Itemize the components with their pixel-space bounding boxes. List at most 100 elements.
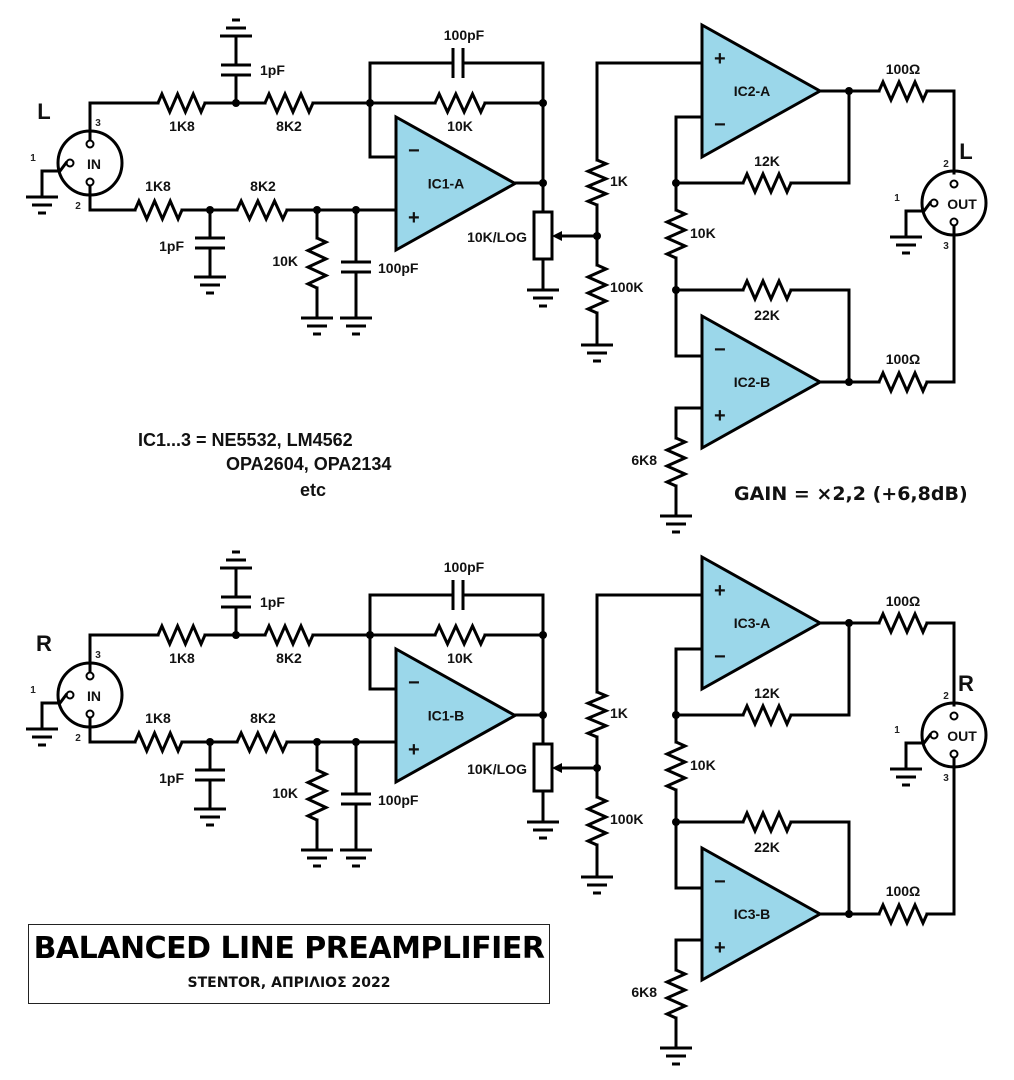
junction-dot [845,378,853,386]
resistor-r-shunt [304,768,330,822]
c-in-cold-value: 1pF [159,238,184,254]
r-bias-value: 6K8 [631,984,657,1000]
pin-number: 3 [95,650,101,661]
wire [904,200,933,239]
title-block: BALANCED LINE PREAMPLIFIER STENTOR, ΑΠΡΙ… [28,924,550,1004]
pot-wiper-arrow [552,763,562,773]
xlr-connector-body [920,701,988,769]
r-fb-b-value: 22K [754,307,780,323]
r-in-hot-value: 1K8 [169,650,195,666]
wire [40,692,69,731]
channel-label: R [36,631,52,656]
resistor-r-fb-a [741,170,793,196]
opamp-ic2-a: +−IC2-A [700,22,824,160]
connector-label: IN [87,688,101,704]
ic-note-line-2: OPA2604, OPA2134 [226,454,391,474]
resistor-r-mid [663,208,689,260]
plus-input-sign: + [408,739,420,761]
ground-icon [581,343,613,363]
resistor-r-series-cold [235,197,289,223]
xlr-pin [949,179,959,189]
plus-input-sign: + [408,207,420,229]
ground-icon [581,875,613,895]
wire [789,288,851,384]
r-feedback-value: 10K [447,118,473,134]
resistor-r-shunt [304,236,330,290]
wire [789,621,851,717]
ground-icon [890,767,922,787]
resistor-r-feedback [433,622,487,648]
opamp-label: IC2-A [734,83,771,99]
ground-icon [340,316,372,336]
r-mid-value: 10K [690,757,716,773]
c-feedback-value: 100pF [444,559,485,575]
ground-icon [660,1046,692,1066]
plus-input-sign: + [714,937,726,959]
opamp-label: IC3-A [734,615,771,631]
pin-number: 3 [943,241,949,252]
c-in-hot-value: 1pF [260,62,285,78]
r-mid-value: 10K [690,225,716,241]
r-shunt-value: 10K [272,785,298,801]
wire [40,160,69,199]
resistor-r-out-a [877,78,929,104]
r-fb-a-value: 12K [754,153,780,169]
pin-number: 2 [943,159,949,170]
resistor-r-series-hot [263,622,315,648]
c-in-cold-value: 1pF [159,770,184,786]
opamp-label: IC1-B [428,708,465,724]
resistor-r-fb-b [741,277,793,303]
wire [88,101,160,142]
resistor-r-bottom-divider [584,263,610,315]
minus-input-sign: − [714,646,726,668]
capacitor-c-in-hot [221,595,251,609]
minus-input-sign: − [714,114,726,136]
r-in-cold-value: 1K8 [145,178,171,194]
pot-wiper-arrow [552,231,562,241]
resistor-r-in-hot [156,90,207,116]
capacitor-c-in-hot [221,63,251,77]
xlr-pin [85,709,95,719]
opamp-body [700,845,824,983]
gain-note: GAIN = ×2,2 (+6,8dB) [734,483,968,505]
ground-icon [26,195,58,215]
resistor-r-in-cold [133,197,184,223]
channel-label: L [959,139,972,164]
r-fb-a-value: 12K [754,685,780,701]
wire [904,732,933,771]
wire [368,101,398,159]
r-out-b-value: 100Ω [886,883,921,899]
wire [674,938,704,972]
r-top-divider-value: 1K [610,705,628,721]
capacitor-c-in-cold [195,236,225,250]
channel-label: L [37,99,50,124]
resistor-r-fb-b [741,809,793,835]
ground-icon [301,316,333,336]
resistor-r-series-hot [263,90,315,116]
resistor-r-bias [663,436,689,488]
c-shunt-value: 100pF [378,260,419,276]
wire [368,633,398,691]
opamp-body [700,554,824,692]
pin-number: 2 [75,733,81,744]
opamp-label: IC3-B [734,906,771,922]
schematic-title: BALANCED LINE PREAMPLIFIER [33,931,545,966]
ic-note-line-3: etc [300,480,326,500]
wire [925,89,956,175]
opamp-ic1-b: −+IC1-B [394,646,519,785]
opamp-body [394,114,519,253]
resistor-r-top-divider [584,690,610,739]
ground-icon [194,275,226,295]
resistor-r-bias [663,968,689,1020]
wire [674,406,704,440]
wire [461,61,545,185]
wire [789,820,851,916]
resistor-r-feedback [433,90,487,116]
pin-number: 2 [75,201,81,212]
ground-icon [301,848,333,868]
opamp-body [394,646,519,785]
resistor-r-fb-a [741,702,793,728]
resistor-r-out-a [877,610,929,636]
